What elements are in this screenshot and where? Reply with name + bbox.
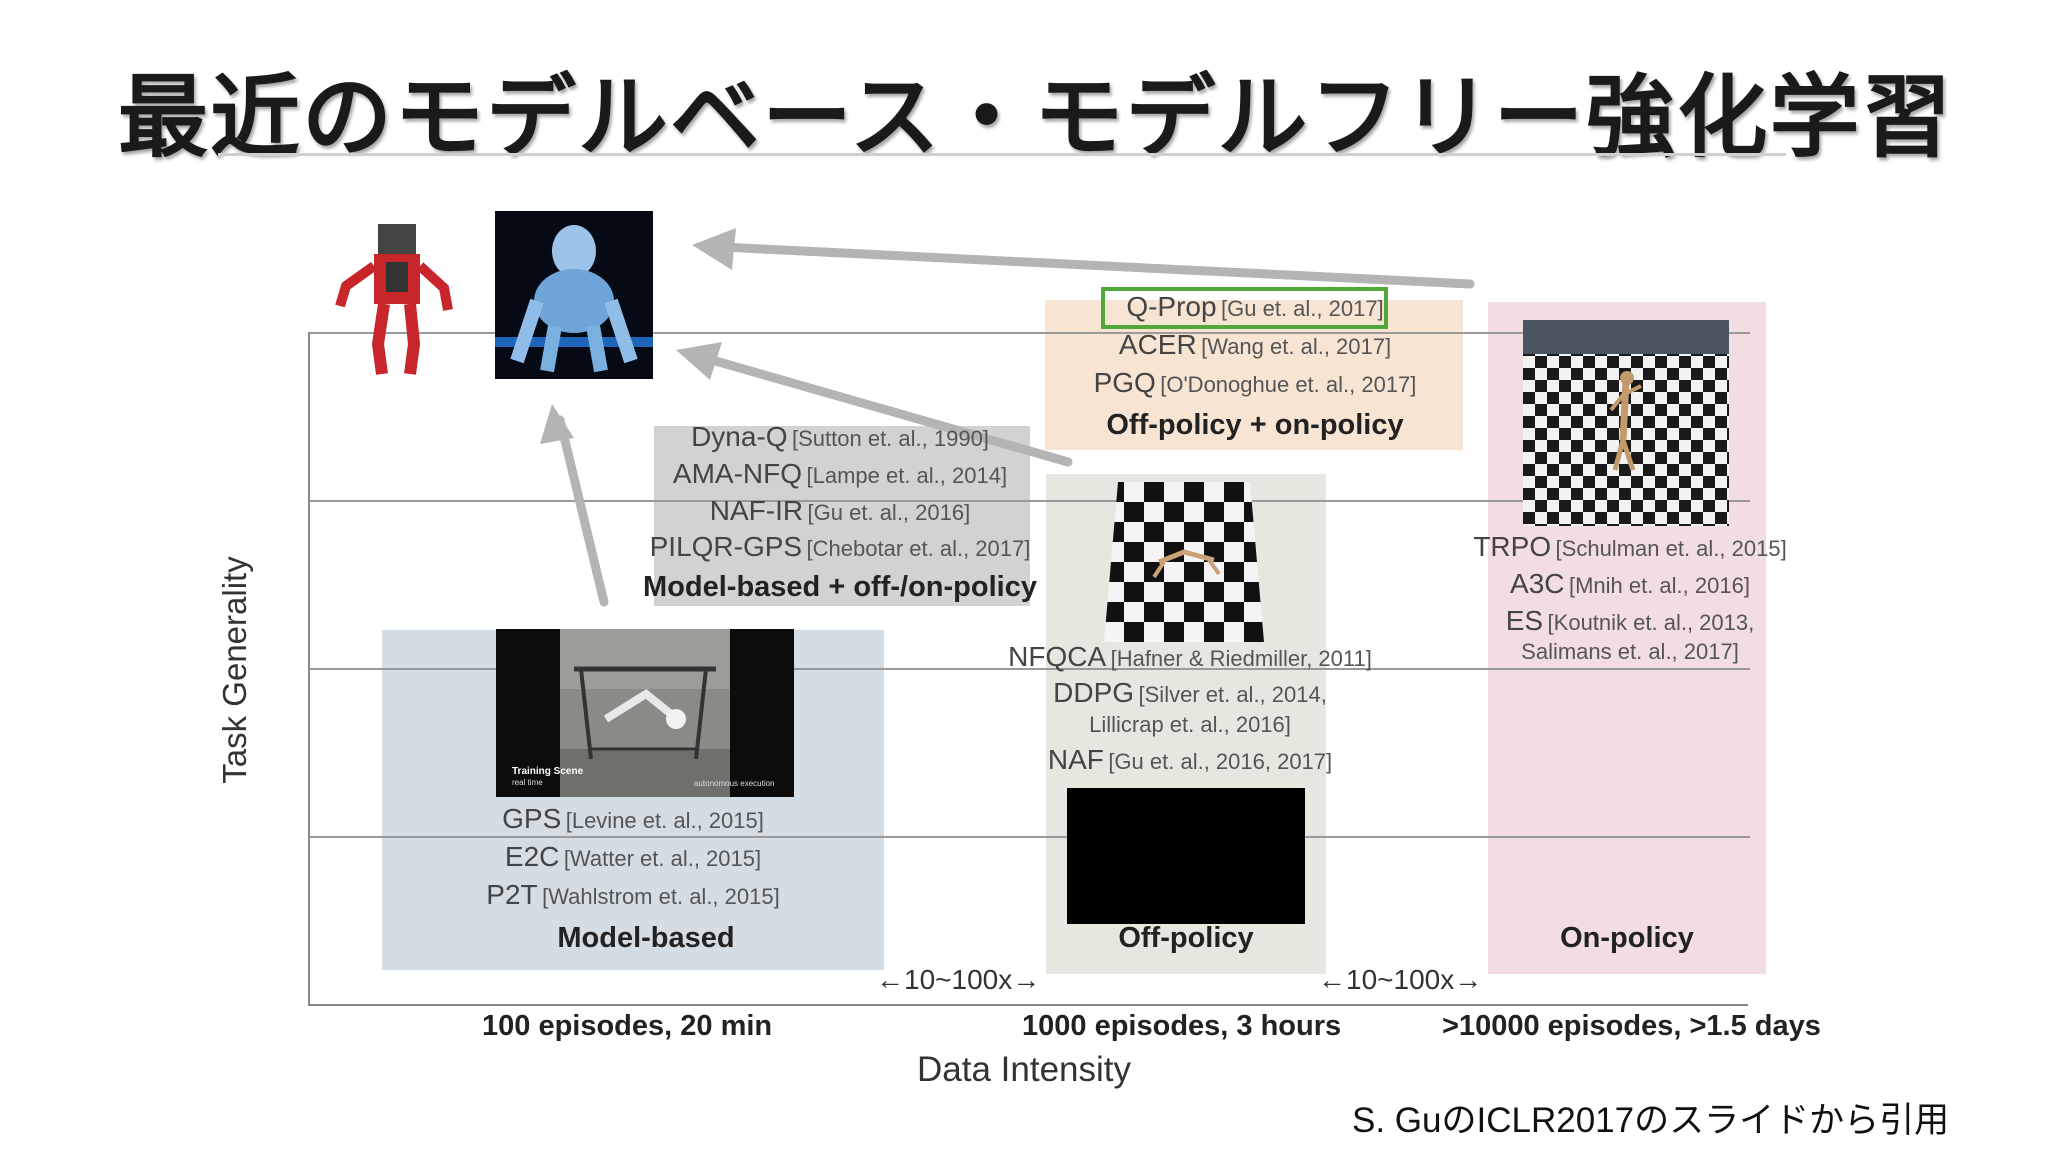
group-label-model-based-hybrid: Model-based + off-/on-policy (590, 571, 1090, 604)
robot-lab-image: Training Scene real time autonomous exec… (496, 629, 794, 797)
group-label-on-policy: On-policy (1488, 922, 1766, 955)
runner-robot-image (495, 211, 653, 379)
group-label-model-based: Model-based (382, 922, 910, 955)
ref-gps: GPS [Levine et. al., 2015] (382, 805, 884, 833)
x-tick-label: 1000 episodes, 3 hours (1022, 1010, 1341, 1043)
grid-line (310, 836, 1750, 838)
group-label-off-policy: Off-policy (1046, 922, 1326, 955)
ref-ama-nfq: AMA-NFQ [Lampe et. al., 2014] (590, 460, 1090, 488)
ref-pilqr-gps: PILQR-GPS [Chebotar et. al., 2017] (590, 533, 1090, 561)
ref-es-cont: Salimans et. al., 2017] (1410, 641, 1850, 663)
image-caption-realtime: real time (512, 778, 543, 787)
atlas-robot-image (334, 214, 458, 382)
arrow-head-icon (676, 342, 722, 380)
ref-ddpg: DDPG [Silver et. al., 2014, (960, 679, 1420, 707)
image-caption-autonomous: autonomous execution (694, 779, 775, 788)
x-tick-label: 100 episodes, 20 min (482, 1010, 772, 1043)
humanoid-checkerboard-image (1523, 320, 1729, 526)
ref-p2t: P2T [Wahlstrom et. al., 2015] (382, 881, 884, 909)
x-axis-label: Data Intensity (917, 1050, 1131, 1090)
arrow-head-icon (692, 228, 736, 270)
ref-e2c: E2C [Watter et. al., 2015] (382, 843, 884, 871)
ref-pgq: PGQ [O'Donoghue et. al., 2017] (1030, 369, 1480, 397)
ref-acer: ACER [Wang et. al., 2017] (1030, 331, 1480, 359)
arrow-head-icon (540, 404, 574, 444)
y-axis-label: Task Generality (216, 556, 254, 783)
ref-trpo: TRPO [Schulman et. al., 2015] (1410, 533, 1850, 561)
x-axis (308, 1004, 1748, 1006)
ref-dyna-q: Dyna-Q [Sutton et. al., 1990] (590, 423, 1090, 451)
ratio-label: ←10~100x→ (876, 964, 1040, 996)
x-tick-label: >10000 episodes, >1.5 days (1442, 1010, 1821, 1043)
ref-a3c: A3C [Mnih et. al., 2016] (1410, 570, 1850, 598)
title-divider (218, 153, 1786, 156)
group-label-off-on-policy: Off-policy + on-policy (1030, 409, 1480, 442)
arrow-line (722, 247, 1470, 284)
ref-es: ES [Koutnik et. al., 2013, (1410, 607, 1850, 635)
ref-naf: NAF [Gu et. al., 2016, 2017] (960, 746, 1420, 774)
image-caption-training: Training Scene (512, 766, 583, 777)
ref-nfqca: NFQCA [Hafner & Riedmiller, 2011] (960, 643, 1420, 671)
black-video-placeholder (1067, 788, 1305, 924)
ref-qprop: Q-Prop [Gu et. al., 2017] (1030, 293, 1480, 321)
slide-credit: S. GuのICLR2017のスライドから引用 (1352, 1092, 1949, 1143)
y-axis (308, 332, 310, 1006)
checkerboard-walker-image (1104, 482, 1264, 642)
ratio-label: ←10~100x→ (1318, 964, 1482, 996)
ref-naf-ir: NAF-IR [Gu et. al., 2016] (590, 497, 1090, 525)
ref-ddpg-cont: Lillicrap et. al., 2016] (960, 714, 1420, 736)
